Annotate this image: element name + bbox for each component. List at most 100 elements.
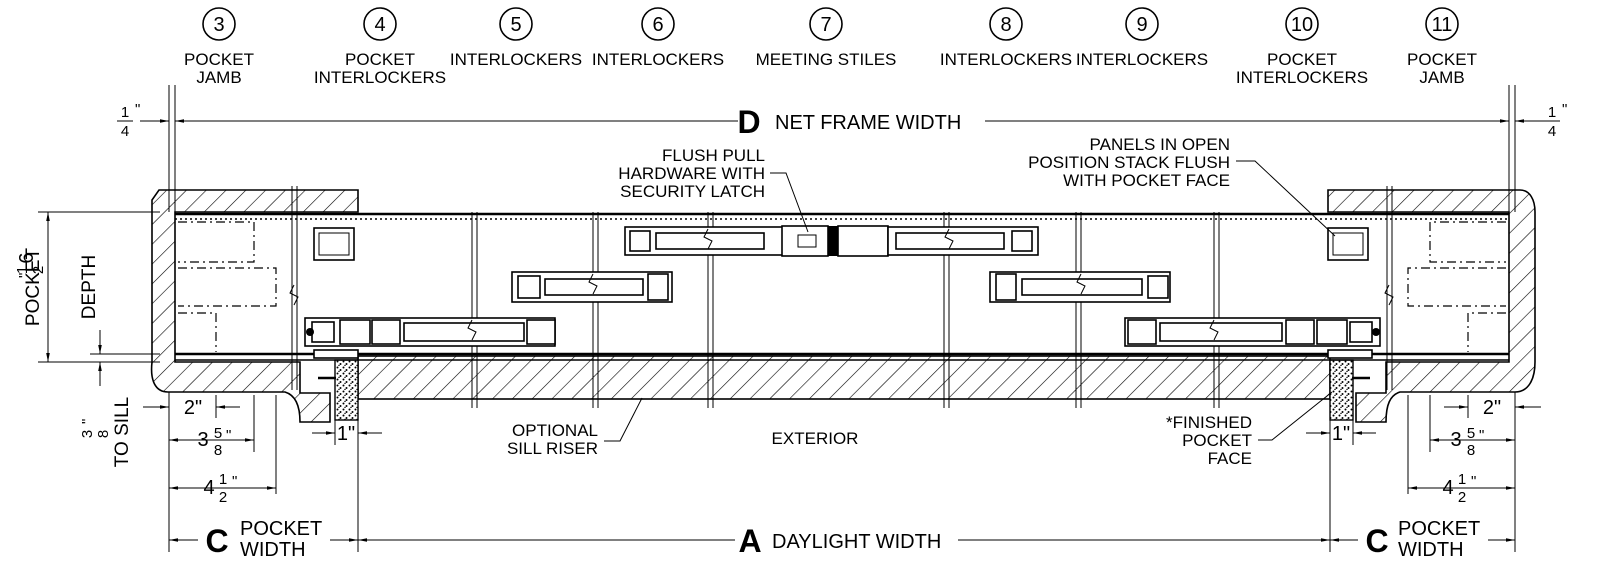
column-number: 6 — [652, 14, 663, 36]
optional-sill-riser-note: OPTIONAL SILL RISER — [507, 397, 643, 458]
column-label-line1: INTERLOCKERS — [592, 50, 724, 69]
wall-structure — [150, 189, 1536, 423]
sill-inch: " — [79, 419, 96, 424]
column-label-line1: MEETING STILES — [756, 50, 897, 69]
door-panels — [289, 225, 1394, 380]
dimension-letter-c-right: C — [1365, 523, 1388, 559]
four-half-inch-left: " — [232, 473, 237, 490]
note-line: HARDWARE WITH — [618, 164, 765, 183]
column-header: 10 POCKET INTERLOCKERS — [1236, 7, 1368, 87]
dimension-letter-a: A — [738, 523, 761, 559]
four-half-whole-left: 4 — [203, 477, 214, 499]
three-five-eighths-num-left: 5 — [214, 425, 222, 442]
note-line: *FINISHED — [1166, 413, 1252, 432]
dimension-letter-c-left: C — [205, 523, 228, 559]
pocket-depth-den: 2 — [30, 266, 47, 274]
note-line: POCKET — [1182, 431, 1252, 450]
four-half-den-right: 2 — [1458, 489, 1466, 506]
right-bottom-dimensions: 2" 3 5 8 " 4 1 2 " 1" — [1306, 392, 1541, 552]
column-label-line2: JAMB — [196, 68, 241, 87]
quarter-inch-den-left: 4 — [121, 123, 129, 140]
four-half-den-left: 2 — [219, 489, 227, 506]
column-number: 5 — [510, 14, 521, 36]
column-number: 8 — [1000, 14, 1011, 36]
quarter-inch-num-right: 1 — [1548, 104, 1556, 121]
note-line: POSITION STACK FLUSH — [1028, 153, 1230, 172]
column-label-line1: INTERLOCKERS — [450, 50, 582, 69]
column-header: 7 MEETING STILES — [756, 7, 897, 69]
three-five-eighths-whole-left: 3 — [197, 429, 208, 451]
note-line: SILL RISER — [507, 439, 598, 458]
quarter-inch-num-left: 1 — [121, 104, 129, 121]
column-label-line2: INTERLOCKERS — [314, 68, 446, 87]
column-label-line1: POCKET — [184, 50, 254, 69]
note-line: FLUSH PULL — [662, 146, 765, 165]
column-header: 9 INTERLOCKERS — [1076, 7, 1208, 69]
dimension-letter-d: D — [737, 104, 760, 140]
pocket-depth-line2: DEPTH — [79, 255, 100, 319]
to-sill-label: TO SILL — [112, 397, 133, 467]
quarter-inch-den-right: 4 — [1548, 123, 1556, 140]
column-label-line1: INTERLOCKERS — [940, 50, 1072, 69]
pocket-width-line2-left: WIDTH — [240, 539, 306, 561]
pocket-width-line1-left: POCKET — [240, 518, 322, 540]
column-header: 6 INTERLOCKERS — [592, 7, 724, 69]
column-label-line2: INTERLOCKERS — [1236, 68, 1368, 87]
quarter-inch-mark-left: " — [135, 101, 140, 118]
column-headers: 3 POCKET JAMB 4 POCKET INTERLOCKERS 5 IN… — [184, 7, 1477, 87]
pocket-depth-dimension: POCKET DEPTH 6 1 2 " — [14, 211, 160, 363]
one-inch-right: 1" — [1332, 423, 1350, 445]
pocket-depth-num: 1 — [14, 266, 31, 274]
pocket-depth-whole: 6 — [16, 252, 38, 263]
two-inch-right: 2" — [1483, 397, 1501, 419]
pocket-depth-line1: POCKET — [23, 248, 44, 327]
note-line: SECURITY LATCH — [620, 182, 765, 201]
three-five-eighths-den-right: 8 — [1467, 442, 1475, 459]
pocket-width-line1-right: POCKET — [1398, 518, 1480, 540]
column-number: 11 — [1432, 14, 1453, 36]
pocket-jamb-profiles — [178, 221, 1506, 352]
finished-pocket-face-note: *FINISHED POCKET FACE — [1166, 391, 1333, 468]
note-line: OPTIONAL — [512, 421, 598, 440]
column-label-line1: POCKET — [1407, 50, 1477, 69]
exterior-label: EXTERIOR — [772, 429, 859, 448]
column-number: 10 — [1291, 14, 1313, 36]
panels-open-note: PANELS IN OPEN POSITION STACK FLUSH WITH… — [1028, 135, 1336, 237]
three-five-eighths-num-right: 5 — [1467, 425, 1475, 442]
column-header: 11 POCKET JAMB — [1407, 7, 1477, 87]
four-half-num-left: 1 — [219, 471, 227, 488]
three-five-eighths-den-left: 8 — [214, 442, 222, 459]
note-line: WITH POCKET FACE — [1063, 171, 1230, 190]
column-header: 3 POCKET JAMB — [184, 7, 254, 87]
three-five-eighths-inch-right: " — [1479, 427, 1484, 444]
three-five-eighths-whole-right: 3 — [1450, 429, 1461, 451]
flush-pull-note: FLUSH PULL HARDWARE WITH SECURITY LATCH — [618, 146, 809, 233]
four-half-inch-right: " — [1471, 473, 1476, 490]
quarter-inch-mark-right: " — [1562, 101, 1567, 118]
column-number: 9 — [1136, 14, 1147, 36]
left-bottom-dimensions: 2" 3 5 8 " 4 1 2 " 1" — [143, 392, 382, 552]
column-header: 5 INTERLOCKERS — [450, 7, 582, 69]
sill-num: 3 — [79, 430, 96, 438]
pocket-depth-inch: " — [16, 273, 33, 278]
column-label-line2: JAMB — [1419, 68, 1464, 87]
bottom-width-dimensions: C POCKET WIDTH A DAYLIGHT WIDTH C POCKET… — [169, 518, 1515, 561]
note-line: PANELS IN OPEN — [1090, 135, 1230, 154]
column-header: 4 POCKET INTERLOCKERS — [314, 7, 446, 87]
note-line: FACE — [1208, 449, 1252, 468]
column-header: 8 INTERLOCKERS — [940, 7, 1072, 69]
net-frame-width-label: NET FRAME WIDTH — [775, 112, 961, 134]
column-number: 4 — [374, 14, 385, 36]
column-label-line1: POCKET — [345, 50, 415, 69]
to-sill-dimension: TO SILL 3 8 " — [79, 330, 160, 467]
pocket-width-line2-right: WIDTH — [1398, 539, 1464, 561]
two-inch-left: 2" — [184, 397, 202, 419]
column-label-line1: POCKET — [1267, 50, 1337, 69]
daylight-width-label: DAYLIGHT WIDTH — [772, 531, 941, 553]
column-number: 7 — [820, 14, 831, 36]
three-five-eighths-inch-left: " — [226, 427, 231, 444]
one-inch-left: 1" — [337, 423, 355, 445]
column-number: 3 — [213, 14, 224, 36]
sill-den: 8 — [95, 430, 112, 438]
